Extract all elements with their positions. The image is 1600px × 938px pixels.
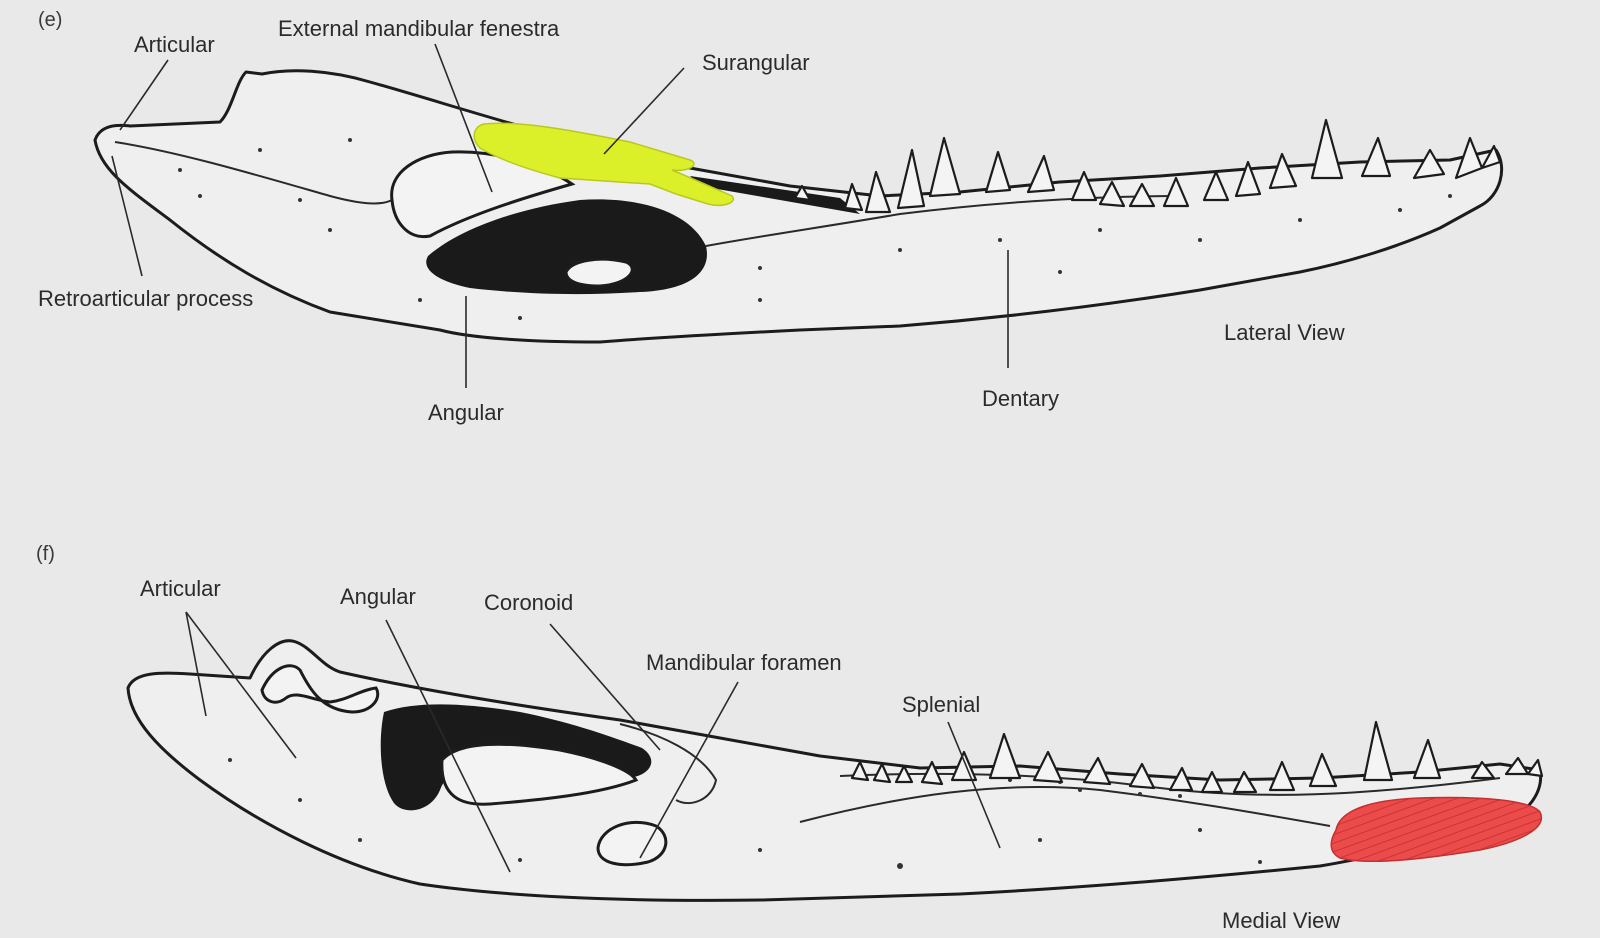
medial-panel-letter: (f): [36, 543, 55, 565]
medial-label-mandibular-foramen: Mandibular foramen: [646, 650, 842, 675]
medial-red-highlight: [1330, 796, 1543, 863]
medial-stipple: [228, 758, 1262, 869]
medial-adductor-fossa-inner: [440, 742, 639, 806]
medial-view-panel: (f) Articular Angular Coronoid Mandibula…: [36, 543, 1544, 933]
medial-label-coronoid: Coronoid: [484, 590, 573, 615]
external-mandibular-fenestra-shape: [390, 150, 576, 239]
lateral-label-surangular: Surangular: [702, 50, 810, 75]
medial-leader-lines: [185, 611, 1001, 873]
lateral-panel-letter: (e): [38, 9, 62, 31]
medial-label-angular: Angular: [340, 584, 416, 609]
lateral-alveolar-groove: [690, 176, 860, 214]
medial-label-splenial: Splenial: [902, 692, 980, 717]
medial-adductor-fossa: [380, 704, 652, 811]
medial-view-label: Medial View: [1222, 908, 1340, 933]
lateral-dark-fossa: [426, 199, 707, 295]
lateral-label-articular: Articular: [134, 32, 215, 57]
medial-teeth: [850, 720, 1544, 794]
medial-articular-fossa: [260, 664, 380, 714]
surangular-highlight: [473, 122, 735, 207]
medial-splenial-suture: [799, 786, 1331, 827]
lateral-view-panel: (e) Articular External mandibular fenest…: [38, 9, 1504, 425]
lateral-view-label: Lateral View: [1224, 320, 1345, 345]
lateral-fossa-inner: [564, 257, 634, 288]
lateral-leader-lines: [111, 43, 1009, 388]
lateral-label-angular: Angular: [428, 400, 504, 425]
lateral-articular-suture: [114, 141, 393, 205]
mandibular-foramen-shape: [596, 820, 668, 867]
lateral-label-external-mandibular-fenestra: External mandibular fenestra: [278, 16, 560, 41]
lateral-stipple: [178, 138, 1452, 320]
medial-coronoid-suture: [619, 723, 718, 805]
lateral-label-dentary: Dentary: [982, 386, 1059, 411]
medial-label-articular: Articular: [140, 576, 221, 601]
lateral-label-retroarticular-process: Retroarticular process: [38, 286, 253, 311]
lateral-teeth: [793, 118, 1502, 214]
lateral-jaw-outline: [93, 69, 1504, 344]
